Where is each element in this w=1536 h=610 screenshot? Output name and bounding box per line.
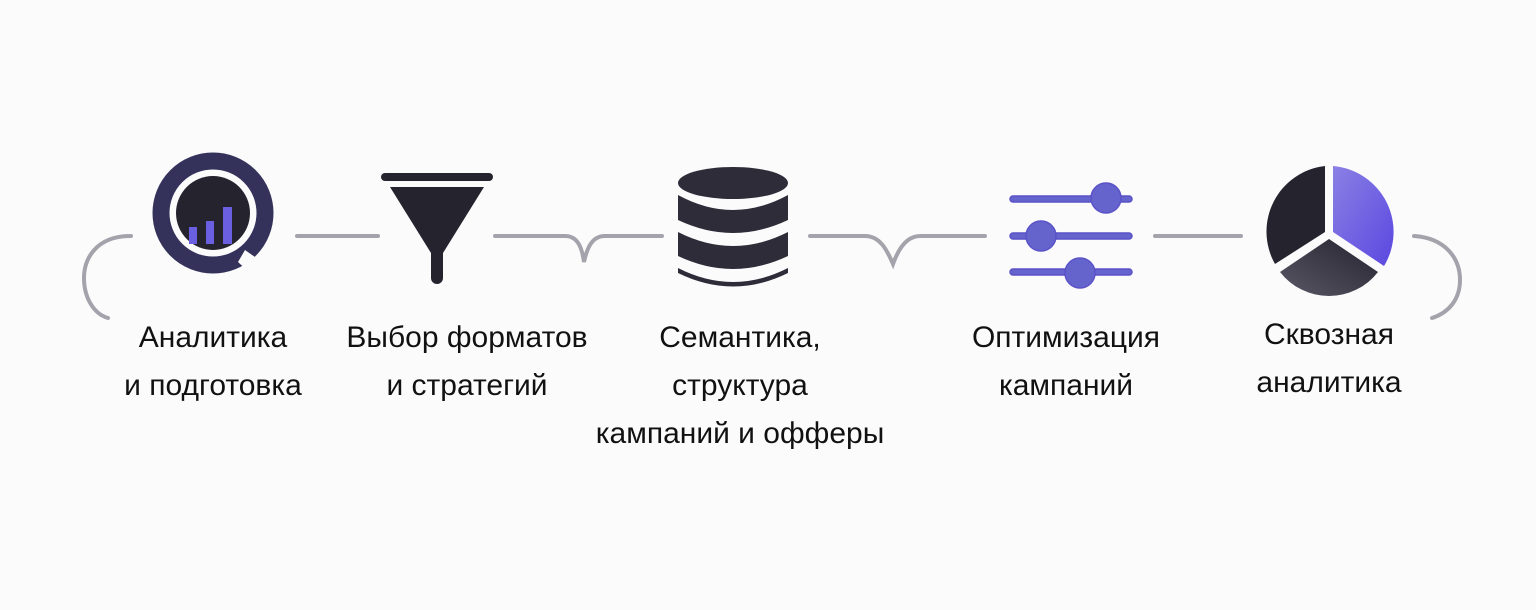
step-label-analytics: Аналитика и подготовка [124,314,302,410]
funnel-icon [381,173,493,284]
connectors [81,234,1463,320]
database-icon [678,167,788,287]
label-line: Аналитика [138,321,288,354]
label-line: аналитика [1256,366,1402,399]
analytics-magnifier-icon [152,152,274,275]
label-line: Семантика, [659,321,821,354]
label-line: кампаний [998,369,1134,402]
label-line: структура [672,369,808,402]
step-label-formats: Выбор форматов и стратегий [346,314,587,410]
step-label-end-to-end-analytics: Сквозная аналитика [1256,311,1401,407]
label-line: Выбор форматов [346,321,588,354]
pie-chart-icon [1266,166,1394,297]
step-label-semantics: Семантика, структура кампаний и офферы [596,314,885,458]
label-line: кампаний и офферы [595,417,885,450]
label-line: Оптимизация [971,321,1161,354]
sliders-icon [1009,182,1133,289]
label-line: Сквозная [1263,318,1394,351]
label-line: и стратегий [386,369,548,402]
label-line: и подготовка [124,369,302,402]
step-label-optimization: Оптимизация кампаний [972,314,1160,410]
